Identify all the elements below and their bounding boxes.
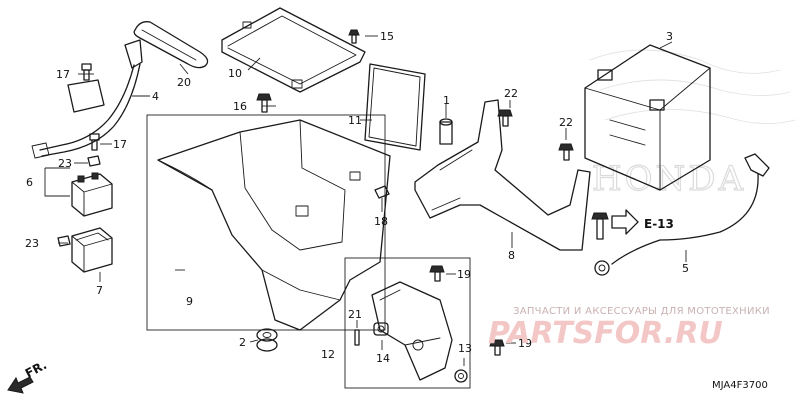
part-19-bolt-b [489,339,505,356]
callout-4: 4 [152,90,159,103]
part-6-group-bracket [44,168,70,197]
callout-13: 13 [458,342,472,355]
part-17-screw-a [81,63,92,81]
callout-23-a: 23 [58,157,72,170]
diagram-code: MJA4F3700 [712,380,768,391]
callout-8: 8 [508,249,515,262]
part-22-bolt-b [558,143,574,161]
callout-labels: 20 10 15 4 17 17 23 6 23 7 16 11 1 22 22… [25,30,689,365]
callout-9: 9 [186,295,193,308]
part-7-rubber-cover [71,227,113,273]
part-3-battery [584,44,711,191]
part-20-band [133,21,209,69]
callout-18: 18 [374,215,388,228]
part-17-screw-b [89,133,100,151]
callout-20: 20 [177,76,191,89]
callout-22-b: 22 [559,116,573,129]
honda-logo-text: HONDA [592,159,746,199]
part-8-battery-stay [414,99,591,251]
callout-6: 6 [26,176,33,189]
reference-arrow: E-13 [611,209,674,235]
part-6-relay [71,172,113,217]
callout-15: 15 [380,30,394,43]
callout-7: 7 [96,284,103,297]
front-direction-label: FR. [23,358,49,381]
callout-11: 11 [348,114,362,127]
part-22-bolt-a [497,109,513,127]
reference-label: E-13 [644,217,674,231]
callout-10: 10 [228,67,242,80]
callout-16: 16 [233,100,247,113]
part-10-cover [221,7,366,93]
callout-17-b: 17 [113,138,127,151]
callout-5: 5 [682,262,689,275]
callout-22-a: 22 [504,87,518,100]
terminal-bolt [591,212,609,240]
part-11-pad [364,63,426,151]
part-12-group-bracket [344,257,471,389]
leader-lines [58,35,687,366]
part-12-side-cover [371,281,453,381]
site-watermark: ЗАПЧАСТИ И АКСЕССУАРЫ ДЛЯ МОТОТЕХНИКИ PA… [488,306,770,351]
callout-19-b: 19 [518,337,532,350]
part-18-clip [374,185,390,199]
callout-21: 21 [348,308,362,321]
watermark-caption: ЗАПЧАСТИ И АКСЕССУАРЫ ДЛЯ МОТОТЕХНИКИ [513,306,770,317]
part-9-group-bracket [146,114,386,331]
part-1-collar [439,118,453,145]
part-15-bolt [348,29,360,44]
part-9-battery-box [157,119,391,331]
part-13-bolt [454,369,468,383]
callout-3: 3 [666,30,673,43]
callout-17-a: 17 [56,68,70,81]
part-4-harness [31,39,143,159]
part-2-grommet [256,328,278,352]
part-23-connector-b [57,235,71,247]
front-arrow-icon [7,376,34,394]
part-5-cable [594,153,770,276]
part-21-pin [354,329,360,346]
callout-23-b: 23 [25,237,39,250]
part-23-connector-a [87,155,101,167]
honda-logo-watermark: HONDA [589,49,796,200]
part-19-bolt-a [429,265,445,282]
callout-14: 14 [376,352,390,365]
watermark-brand: PARTSFOR.RU [488,316,723,351]
part-16-bolt [256,93,272,113]
callout-2: 2 [239,336,246,349]
callout-1: 1 [443,94,450,107]
callout-12: 12 [321,348,335,361]
part-14-grommet [373,322,389,336]
front-direction-indicator: FR. [7,358,49,394]
callout-19-a: 19 [457,268,471,281]
